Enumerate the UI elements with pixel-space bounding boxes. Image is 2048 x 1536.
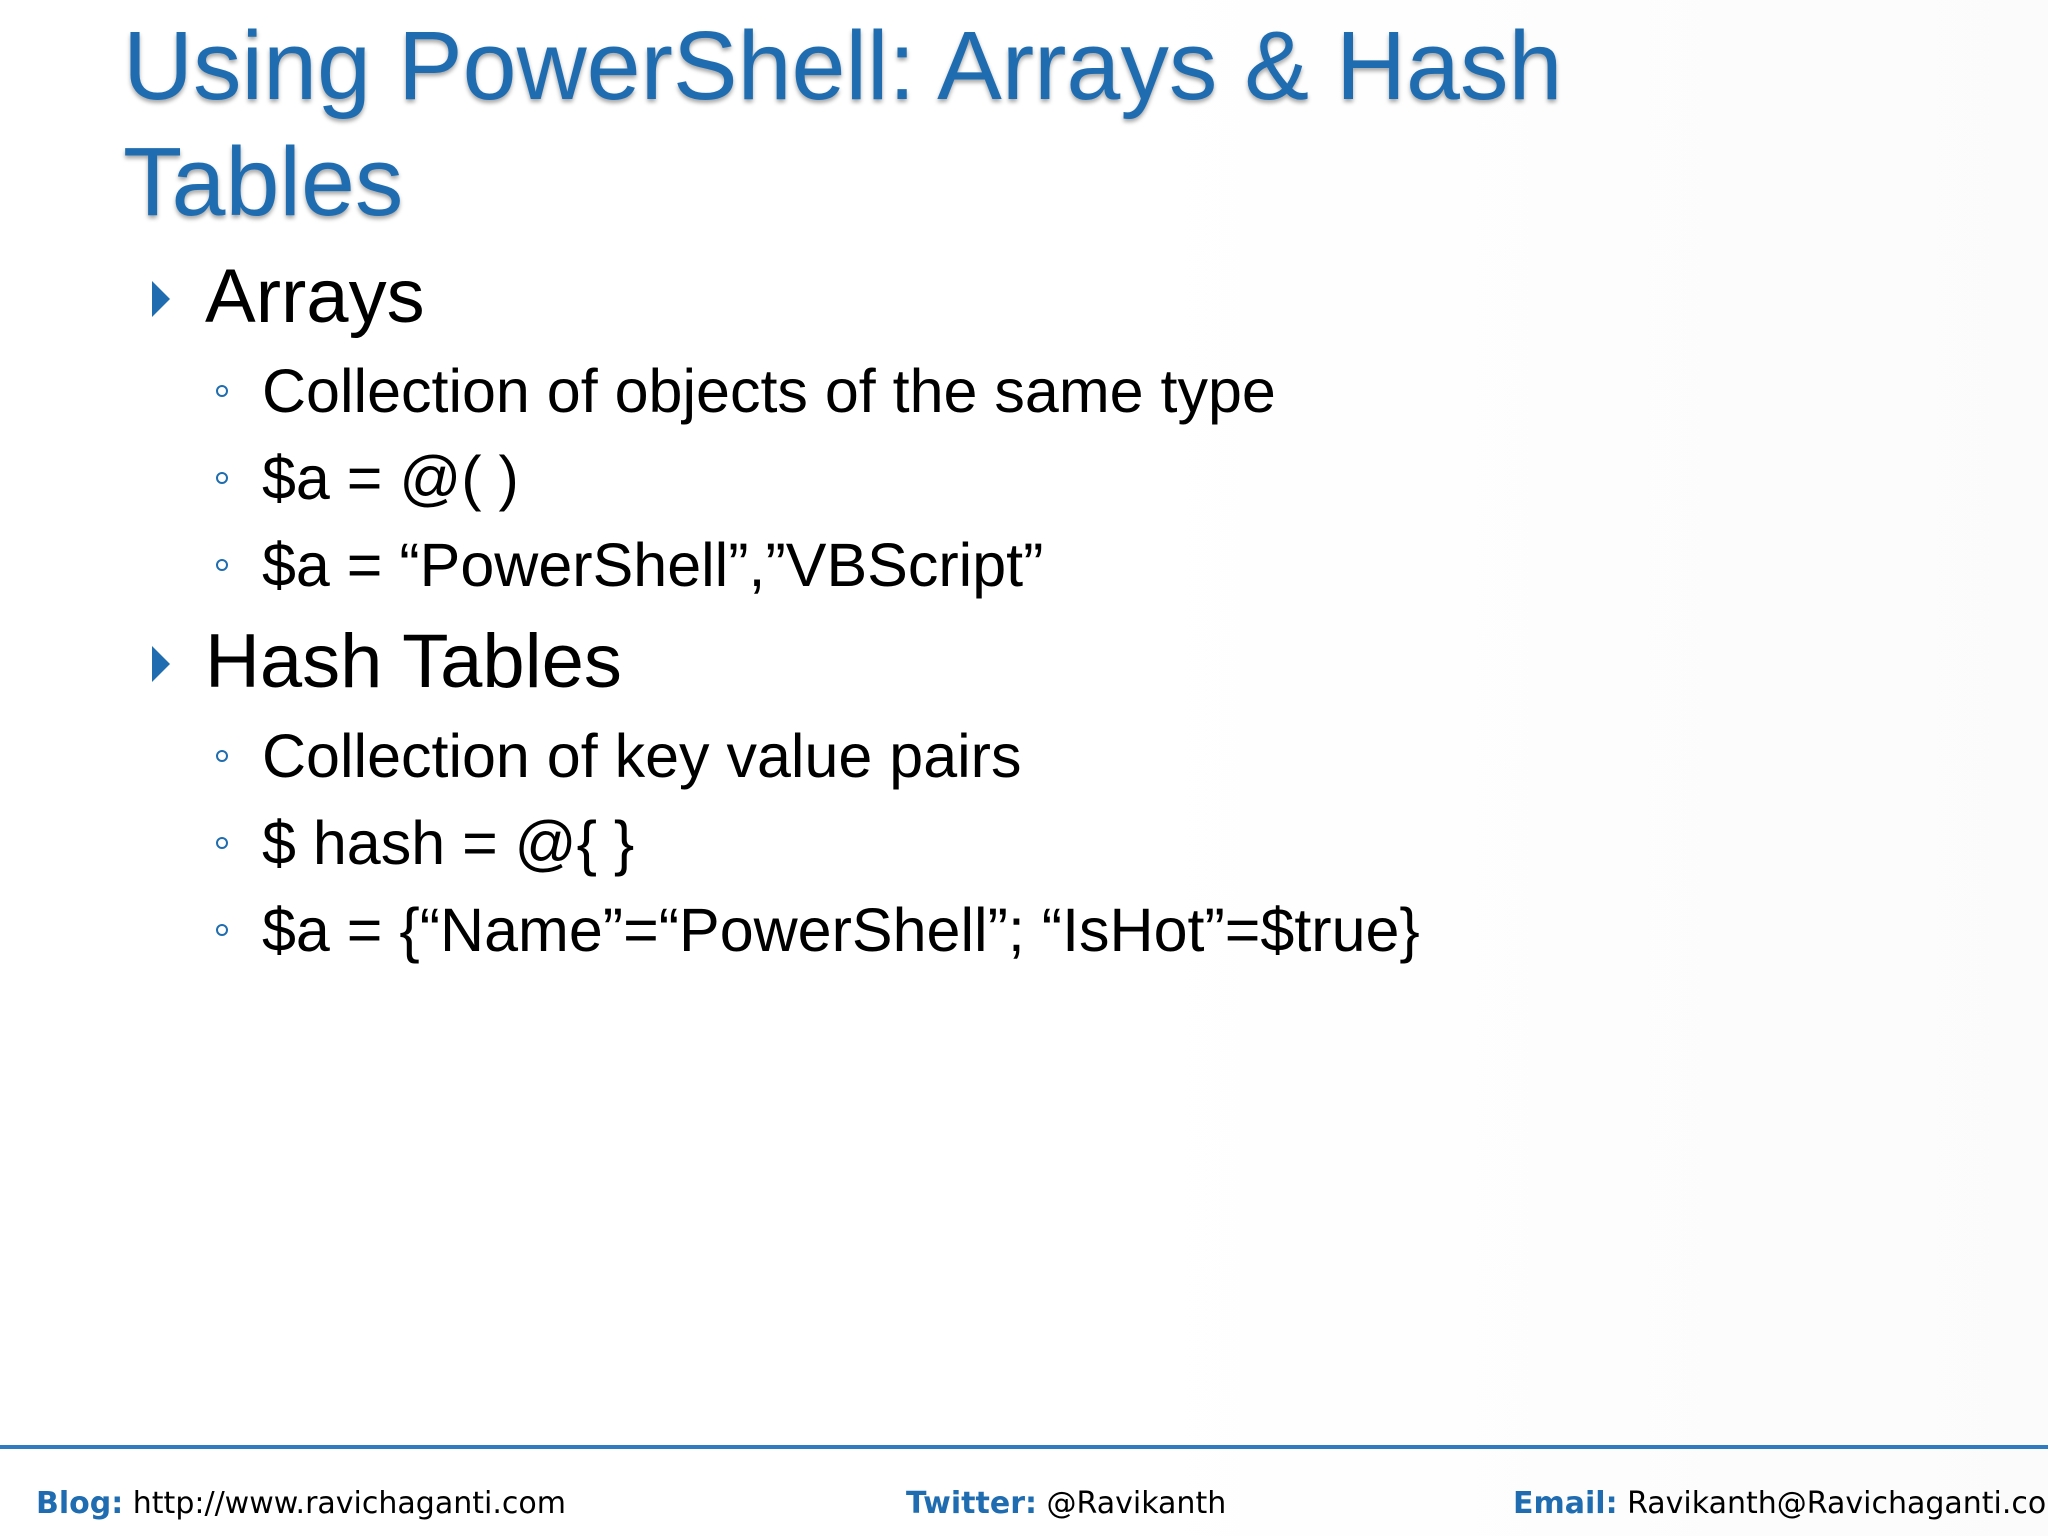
footer-email-label: Email:	[1513, 1486, 1618, 1521]
footer-blog-label: Blog:	[36, 1486, 124, 1521]
hollow-circle-icon	[216, 924, 228, 936]
hollow-circle-icon	[216, 837, 228, 849]
hollow-circle-icon	[216, 750, 228, 762]
triangle-right-icon	[152, 646, 170, 682]
footer-twitter-label: Twitter:	[906, 1486, 1037, 1521]
triangle-right-icon	[152, 281, 170, 317]
footer-twitter-handle[interactable]: @Ravikanth	[1046, 1486, 1227, 1521]
list-item: Collection of objects of the same type	[262, 357, 1276, 425]
hollow-circle-icon	[216, 385, 228, 397]
section-heading-arrays: Arrays	[205, 254, 425, 339]
list-item: $a = @( )	[262, 444, 519, 512]
section-heading-hash-tables: Hash Tables	[205, 619, 622, 704]
footer-blog-link[interactable]: http://www.ravichaganti.com	[132, 1486, 566, 1521]
hollow-circle-icon	[216, 559, 228, 571]
footer-twitter: Twitter: @Ravikanth	[906, 1484, 1226, 1524]
slide-title: Using PowerShell: Arrays & Hash Tables	[123, 11, 1563, 236]
list-item: $ hash = @{ }	[262, 809, 635, 877]
footer-divider	[0, 1445, 2048, 1449]
footer-blog: Blog: http://www.ravichaganti.com	[36, 1484, 566, 1524]
list-item: $a = “PowerShell”,”VBScript”	[262, 531, 1044, 599]
footer-email: Email: Ravikanth@Ravichaganti.com	[1513, 1484, 2048, 1524]
hollow-circle-icon	[216, 472, 228, 484]
list-item: Collection of key value pairs	[262, 722, 1022, 790]
footer-email-address[interactable]: Ravikanth@Ravichaganti.com	[1627, 1486, 2048, 1521]
list-item: $a = {“Name”=“PowerShell”; “IsHot”=$true…	[262, 896, 1420, 964]
